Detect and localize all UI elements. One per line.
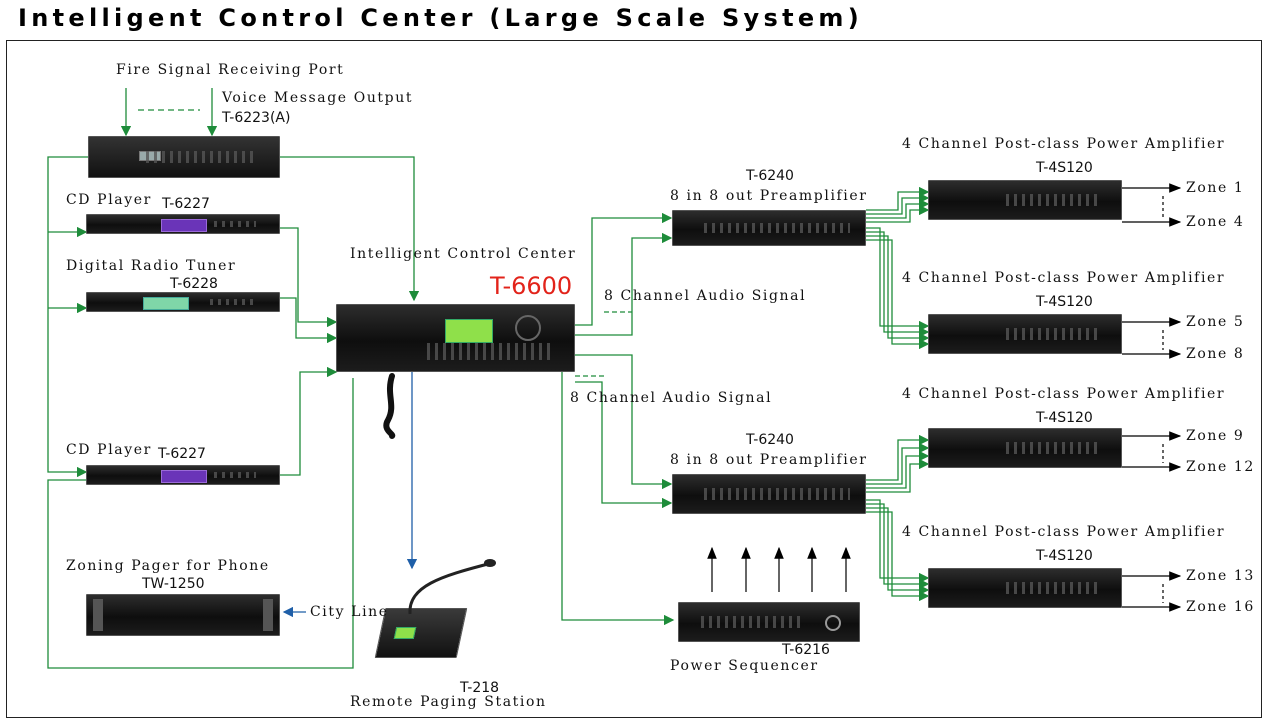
preamp-to-amp-wire: [866, 186, 930, 211]
preamplifier-device-2: [672, 474, 866, 514]
radio-tuner-model: T-6228: [170, 276, 218, 292]
zone-label: Zone 9: [1186, 428, 1245, 444]
radio-tuner-label: Digital Radio Tuner: [66, 258, 237, 274]
fire-port-label: Fire Signal Receiving Port: [116, 62, 345, 78]
power-sequencer-device: [678, 602, 860, 642]
cd2-to-center-wire: [280, 366, 338, 476]
control-center-device: [336, 304, 575, 372]
zone-label: Zone 12: [1186, 459, 1255, 475]
preamp-to-amp-wire: [866, 227, 930, 332]
amp-label: 4 Channel Post-class Power Amplifier: [902, 524, 1226, 540]
cd-player-2-label: CD Player: [66, 442, 152, 458]
cd-player-device: [86, 214, 280, 234]
zone-label: Zone 8: [1186, 346, 1245, 362]
tuner-to-center-wire: [280, 297, 338, 344]
zone-label: Zone 13: [1186, 568, 1255, 584]
amp-label: 4 Channel Post-class Power Amplifier: [902, 270, 1226, 286]
center-to-preamp1-wire: [575, 212, 673, 326]
zoning-pager-label: Zoning Pager for Phone: [66, 558, 270, 574]
preamp-to-amp-wire: [866, 511, 930, 602]
cd-player-device-2: [86, 465, 280, 485]
page-title: Intelligent Control Center (Large Scale …: [18, 4, 864, 32]
amp-model: T-4S120: [1036, 294, 1093, 310]
preamp-to-amp-wire: [866, 499, 930, 584]
left-bus-wire: [47, 156, 88, 478]
power-amplifier-device: [928, 314, 1122, 354]
zone-label: Zone 1: [1186, 180, 1245, 196]
preamp-to-amp-wire: [866, 204, 930, 223]
zone-label: Zone 5: [1186, 314, 1245, 330]
preamp-to-amp-wire: [866, 198, 930, 219]
city-line-label: City Line: [310, 604, 389, 620]
preamp-to-amp-wire: [866, 458, 930, 493]
control-center-label: Intelligent Control Center: [350, 246, 577, 262]
sequencer-label: Power Sequencer: [670, 658, 819, 674]
zone-label: Zone 4: [1186, 214, 1245, 230]
preamp-to-amp-wire: [866, 450, 930, 489]
preamp-to-amp-wire: [866, 507, 930, 596]
paging-mic-gooseneck: [408, 559, 496, 615]
loop-wire: [47, 378, 354, 669]
paging-station-label: Remote Paging Station: [350, 694, 547, 710]
preamp-to-amp-wire: [866, 434, 930, 481]
preamp-2-label: 8 in 8 out Preamplifier: [670, 452, 868, 468]
voice-message-unit: [88, 136, 280, 178]
preamp-to-amp-wire: [866, 503, 930, 590]
amp-model: T-4S120: [1036, 410, 1093, 426]
voice-output-label: Voice Message Output: [222, 90, 414, 106]
control-center-model: T-6600: [490, 272, 573, 300]
radio-tuner-device: [86, 292, 280, 312]
amp-model: T-4S120: [1036, 160, 1093, 176]
preamp-model: T-6240: [746, 168, 794, 184]
center-to-preamp2-wire: [575, 354, 673, 490]
preamp-2-model: T-6240: [746, 432, 794, 448]
power-amplifier-device: [928, 428, 1122, 468]
power-amplifier-device: [928, 180, 1122, 220]
preamp-to-amp-wire: [866, 231, 930, 338]
center-to-preamp2-wire: [575, 381, 673, 509]
sequencer-model: T-6216: [782, 642, 830, 658]
cd-player-label: CD Player: [66, 192, 152, 208]
cd1-to-center-wire: [280, 227, 338, 328]
diagram-frame: [6, 40, 1262, 718]
voice-output-model: T-6223(A): [222, 110, 291, 126]
voice-to-center-wire: [280, 156, 420, 302]
cd-player-2-model: T-6227: [158, 446, 206, 462]
audio-signal-label-2: 8 Channel Audio Signal: [570, 390, 773, 406]
zone-label: Zone 16: [1186, 599, 1255, 615]
amp-label: 4 Channel Post-class Power Amplifier: [902, 136, 1226, 152]
preamp-to-amp-wire: [866, 442, 930, 485]
center-to-sequencer-wire: [561, 372, 675, 626]
preamp-to-amp-wire: [866, 235, 930, 344]
preamplifier-device: [672, 210, 866, 246]
paging-station-model: T-218: [460, 680, 500, 696]
amp-model: T-4S120: [1036, 548, 1093, 564]
amp-label: 4 Channel Post-class Power Amplifier: [902, 386, 1226, 402]
power-amplifier-device: [928, 568, 1122, 608]
zoning-pager-device: [86, 594, 280, 636]
audio-signal-label: 8 Channel Audio Signal: [604, 288, 807, 304]
mic-cord: [383, 373, 396, 439]
zoning-pager-model: TW-1250: [142, 576, 205, 592]
preamp-to-amp-wire: [866, 239, 930, 350]
cd-player-model: T-6227: [162, 196, 210, 212]
preamp-to-amp-wire: [866, 192, 930, 215]
preamp-label: 8 in 8 out Preamplifier: [670, 188, 868, 204]
center-to-preamp1-wire: [575, 232, 673, 336]
